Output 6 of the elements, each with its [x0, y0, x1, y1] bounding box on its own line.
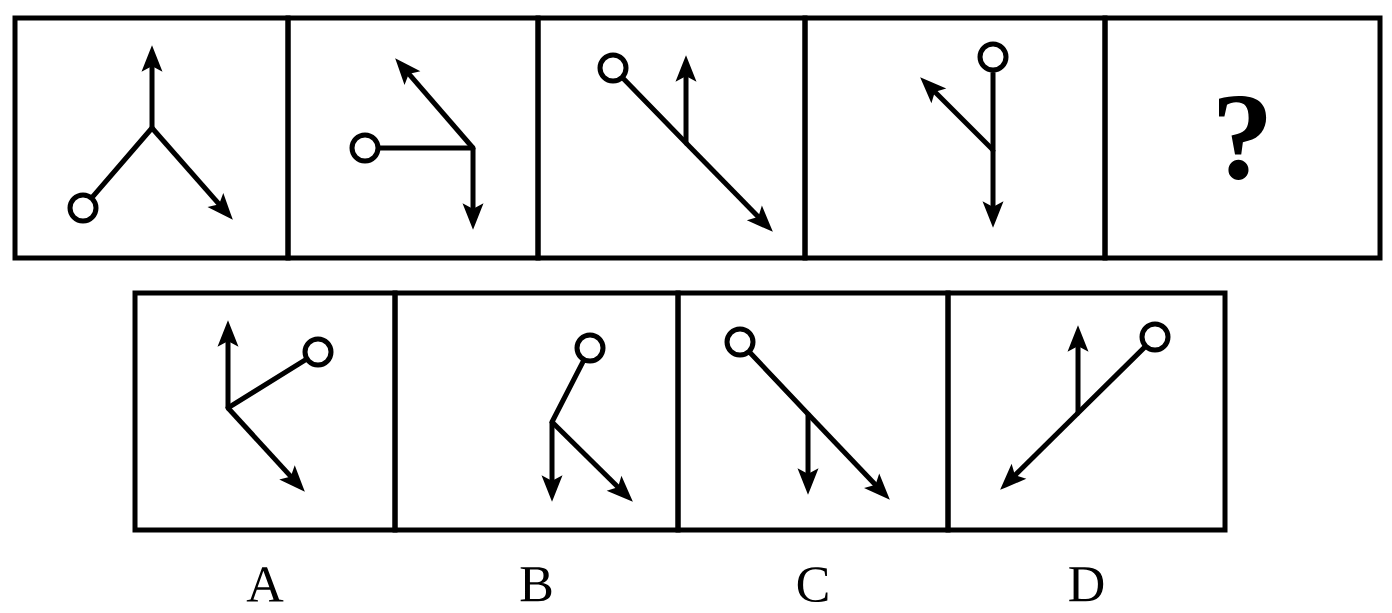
figure-cell [945, 290, 1228, 533]
answer-cell: ? [1102, 15, 1383, 261]
option-letter: B [520, 567, 552, 602]
option-letter: A [246, 567, 284, 602]
option-letter: D [1069, 567, 1104, 602]
option-letter: C [797, 567, 828, 603]
